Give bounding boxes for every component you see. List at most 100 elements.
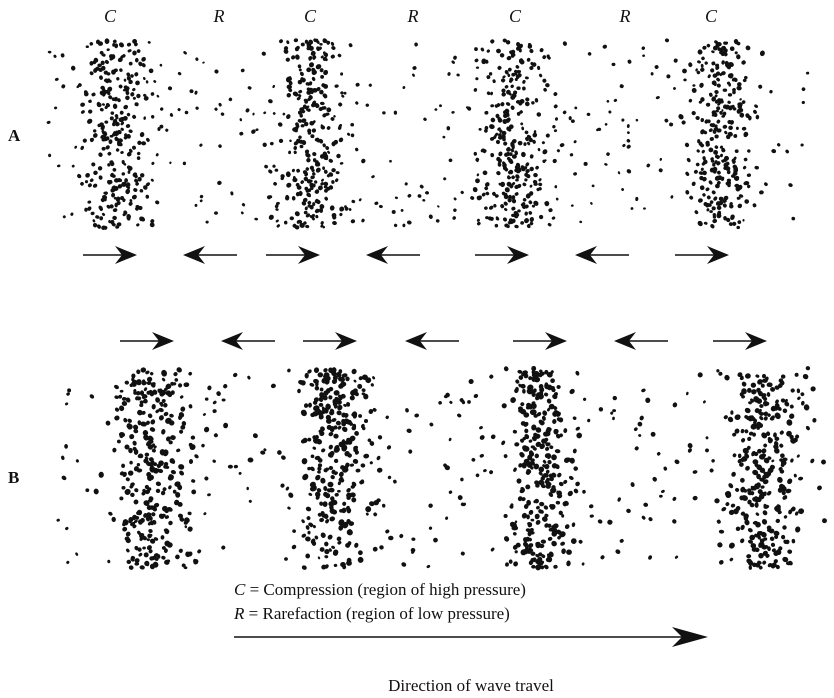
particle bbox=[535, 519, 541, 525]
particle bbox=[782, 495, 788, 500]
particle bbox=[696, 149, 700, 153]
particle bbox=[333, 139, 339, 145]
particle bbox=[602, 44, 608, 49]
particle bbox=[316, 488, 322, 493]
particle bbox=[733, 176, 740, 181]
particle bbox=[527, 543, 534, 548]
particle bbox=[753, 451, 759, 457]
particle bbox=[515, 178, 519, 182]
particle bbox=[503, 201, 508, 206]
particle bbox=[733, 166, 738, 172]
particle bbox=[708, 147, 714, 153]
particle bbox=[169, 458, 175, 464]
particle bbox=[202, 61, 205, 64]
particle bbox=[724, 490, 732, 497]
particle bbox=[511, 206, 516, 211]
particle bbox=[329, 505, 334, 510]
particle bbox=[719, 145, 724, 149]
particle bbox=[293, 38, 299, 43]
particle bbox=[305, 188, 309, 193]
particle bbox=[102, 89, 107, 95]
particle bbox=[702, 176, 707, 182]
particle bbox=[569, 153, 574, 157]
particle bbox=[501, 403, 507, 409]
particle bbox=[563, 479, 568, 484]
particle bbox=[412, 73, 415, 77]
particle bbox=[695, 68, 698, 72]
particle bbox=[153, 502, 160, 508]
particle bbox=[563, 457, 570, 463]
particle bbox=[92, 129, 97, 133]
particle bbox=[778, 483, 785, 490]
particle bbox=[519, 452, 524, 457]
particle bbox=[705, 142, 710, 147]
particle bbox=[520, 486, 526, 492]
particle bbox=[201, 443, 205, 448]
particle bbox=[315, 214, 319, 219]
particle bbox=[165, 436, 171, 442]
particle bbox=[630, 482, 635, 488]
particle bbox=[691, 110, 696, 116]
particle bbox=[119, 471, 124, 476]
particle bbox=[112, 208, 118, 213]
particle bbox=[552, 124, 556, 129]
particle bbox=[306, 105, 310, 109]
particle bbox=[741, 495, 748, 501]
particle bbox=[280, 174, 285, 179]
particle bbox=[513, 561, 519, 567]
particle bbox=[301, 533, 307, 538]
particle bbox=[547, 556, 553, 563]
particle bbox=[178, 414, 183, 421]
particle bbox=[546, 426, 552, 432]
particle bbox=[476, 173, 480, 177]
particle bbox=[521, 167, 526, 172]
particle bbox=[511, 195, 516, 200]
particle bbox=[134, 545, 139, 551]
particle bbox=[484, 110, 489, 115]
particle bbox=[423, 117, 427, 121]
particle bbox=[517, 406, 524, 411]
particle bbox=[718, 196, 724, 202]
particle bbox=[692, 495, 698, 501]
particle bbox=[135, 182, 139, 186]
particle bbox=[452, 216, 456, 220]
particle bbox=[783, 539, 788, 545]
particle bbox=[521, 512, 528, 519]
particle bbox=[317, 470, 321, 474]
particle bbox=[495, 113, 500, 119]
particle bbox=[307, 437, 312, 442]
particle bbox=[737, 203, 743, 209]
particle bbox=[705, 436, 709, 440]
particle bbox=[722, 111, 727, 117]
particle bbox=[119, 496, 124, 501]
particle bbox=[525, 162, 530, 167]
particle bbox=[344, 207, 349, 211]
particle bbox=[295, 182, 300, 187]
particle bbox=[129, 434, 135, 440]
particle bbox=[135, 396, 139, 401]
particle bbox=[372, 376, 376, 380]
particle bbox=[635, 196, 639, 202]
particle bbox=[787, 549, 793, 554]
particle bbox=[127, 418, 132, 423]
particle bbox=[309, 165, 315, 170]
particle bbox=[517, 167, 522, 172]
particle bbox=[87, 206, 92, 211]
particle bbox=[648, 555, 653, 560]
particle bbox=[774, 385, 780, 390]
particle bbox=[389, 159, 392, 163]
particle bbox=[324, 196, 328, 201]
particle bbox=[626, 144, 631, 149]
particle bbox=[134, 102, 139, 107]
particle bbox=[486, 75, 491, 80]
particle bbox=[801, 100, 805, 105]
particle bbox=[343, 427, 348, 432]
particle bbox=[339, 471, 344, 477]
particle bbox=[310, 186, 314, 191]
particle bbox=[307, 369, 312, 374]
particle bbox=[736, 54, 741, 60]
particle bbox=[612, 409, 617, 413]
particle bbox=[321, 513, 326, 518]
particle bbox=[754, 502, 759, 508]
